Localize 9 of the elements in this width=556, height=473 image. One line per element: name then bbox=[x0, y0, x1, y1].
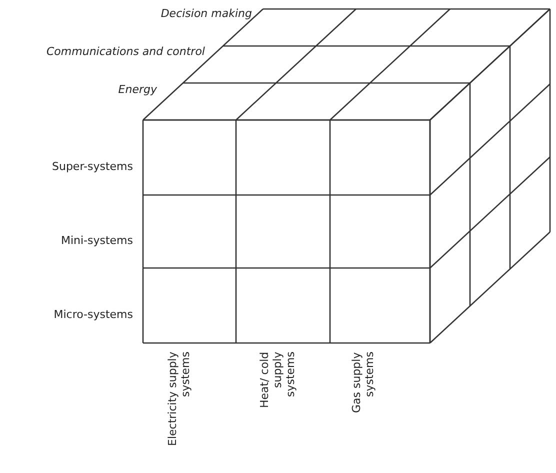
layer-label: Decision making bbox=[160, 7, 252, 20]
level-label: Super-systems bbox=[52, 160, 133, 173]
system-label: Heat/ cold supply systems bbox=[258, 352, 297, 410]
system-label: Electricity supply systems bbox=[166, 352, 192, 448]
system-label: Gas supply systems bbox=[350, 352, 376, 415]
layer-label: Energy bbox=[118, 83, 157, 96]
layer-label: Communications and control bbox=[46, 45, 205, 58]
level-label: Micro-systems bbox=[54, 308, 133, 321]
level-label: Mini-systems bbox=[60, 234, 133, 247]
